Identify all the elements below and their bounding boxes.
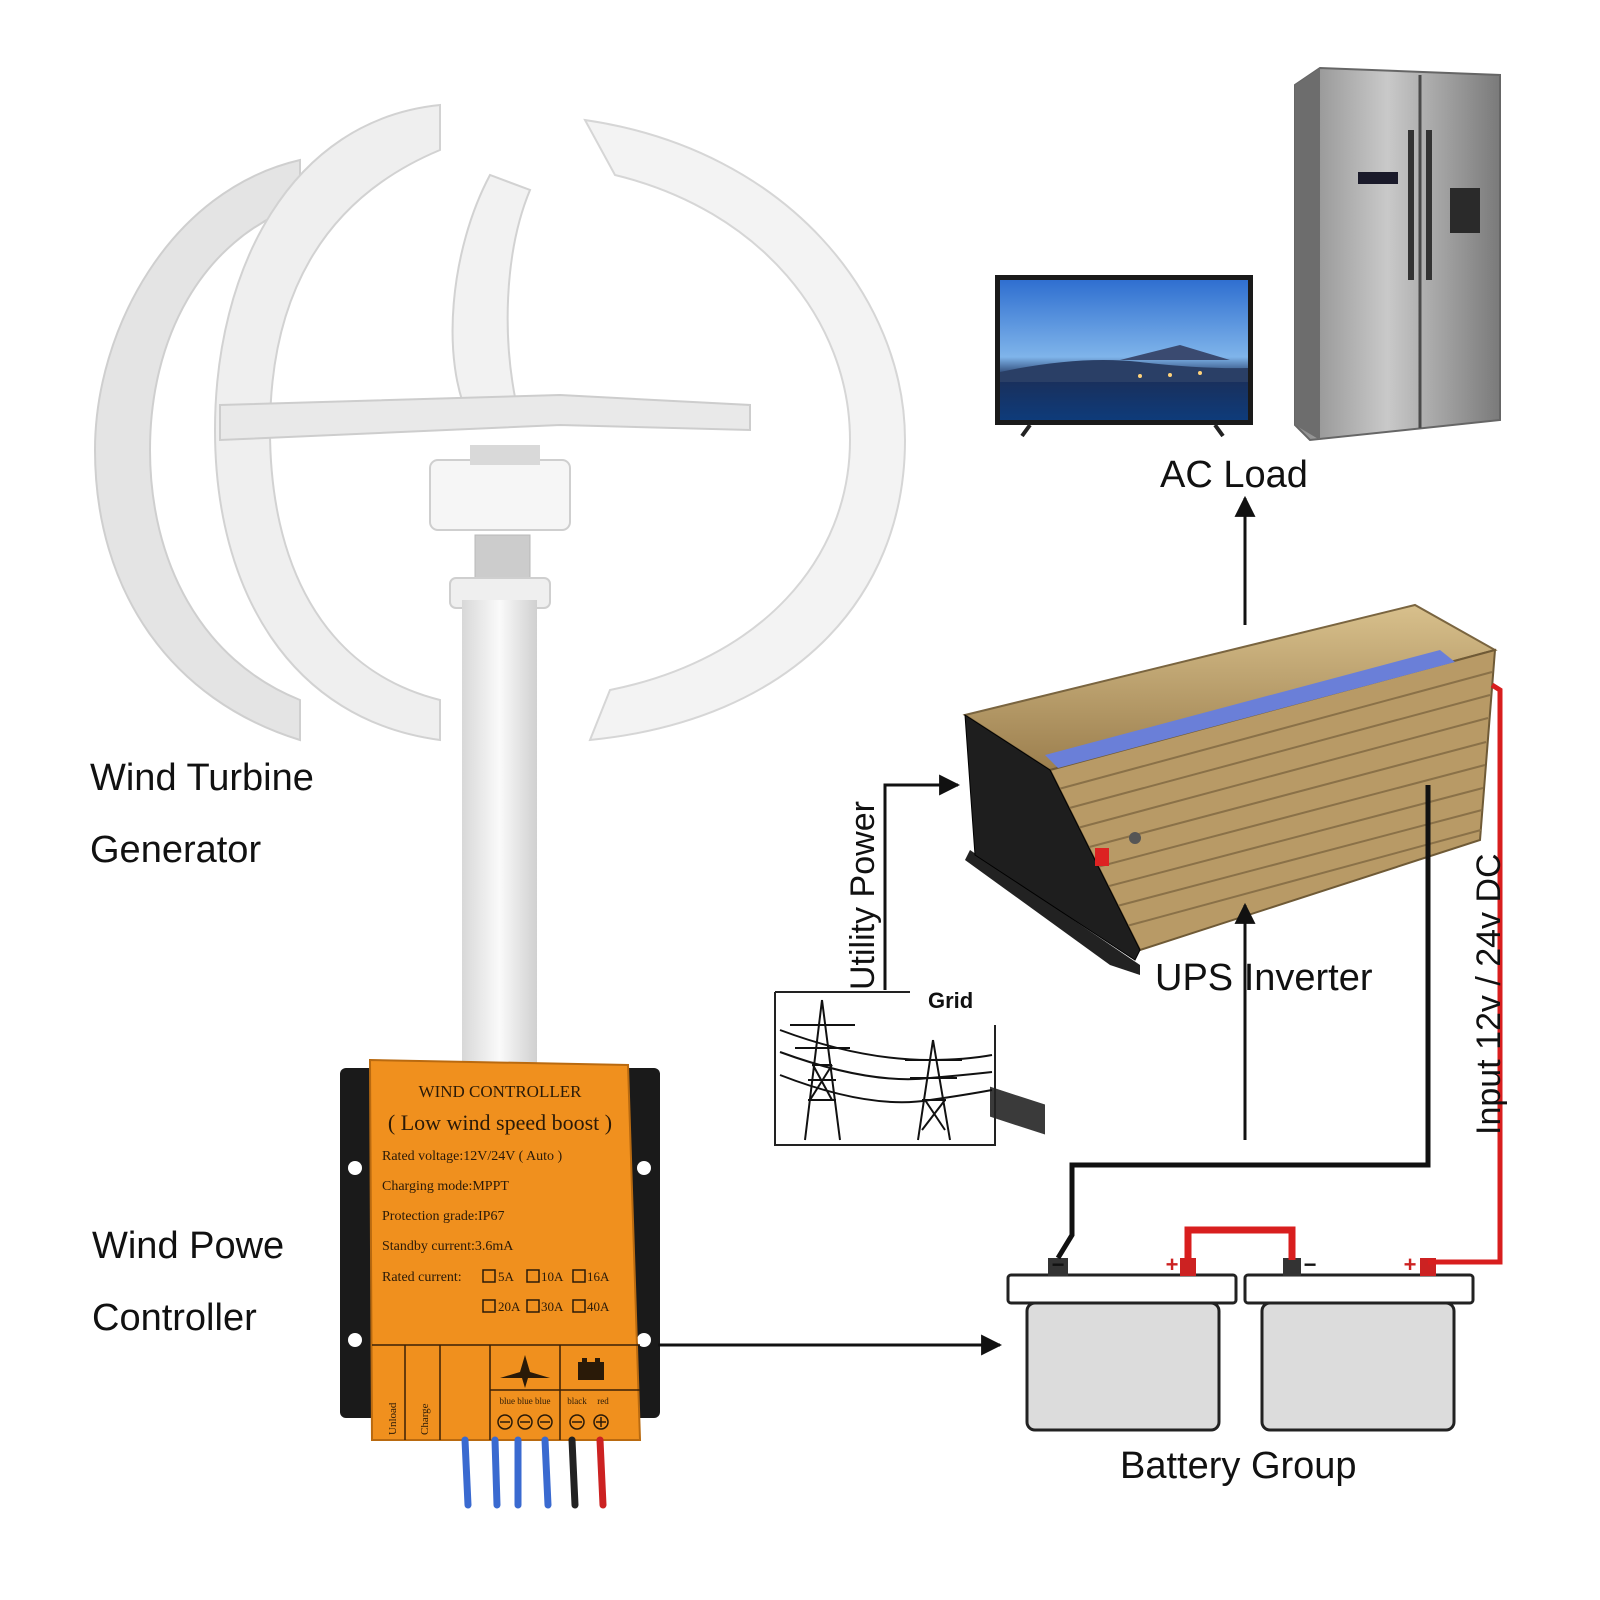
- connection-lines: [658, 495, 1503, 1356]
- battery-right-minus-sign: −: [1304, 1252, 1317, 1277]
- utility-power-label: Utility Power: [844, 801, 882, 990]
- grid-label: Grid: [928, 988, 973, 1013]
- turbine-cross-arm: [219, 393, 751, 442]
- turbine-wire-labels: blue blue blue: [500, 1396, 551, 1406]
- battery-right: [1243, 1258, 1475, 1432]
- controller-title: WIND CONTROLLER: [419, 1082, 583, 1101]
- current-option: 20A: [498, 1299, 521, 1314]
- ups-inverter-graphic: [962, 603, 1498, 1135]
- positive-wire: [1428, 682, 1503, 1265]
- turbine-label-line2: Generator: [90, 829, 261, 871]
- turbine-label-line1: Wind Turbine: [90, 757, 314, 799]
- turbine-blade-center: [451, 173, 532, 421]
- grid-graphic: [774, 991, 996, 1146]
- turbine-blade-back-left: [93, 158, 301, 742]
- current-option: 30A: [541, 1299, 564, 1314]
- controller-label-line2: Controller: [92, 1297, 257, 1339]
- charge-terminal-label: Charge: [419, 1403, 431, 1435]
- battery-left-minus-sign: −: [1052, 1252, 1065, 1277]
- mini-battery-icon: [578, 1358, 604, 1380]
- controller-label-line1: Wind Powe: [92, 1225, 284, 1267]
- turbine-blade-right: [583, 118, 907, 742]
- current-option: 40A: [587, 1299, 610, 1314]
- refrigerator-icon: [1294, 66, 1501, 442]
- current-option: 10A: [541, 1269, 564, 1284]
- tv-icon: [995, 275, 1253, 438]
- unload-terminal-label: Unload: [387, 1402, 399, 1435]
- battery-right-plus-sign: +: [1404, 1252, 1417, 1277]
- negative-wire: [1055, 785, 1431, 1260]
- arrow-utility-power: [883, 774, 961, 990]
- battery-group-label: Battery Group: [1120, 1445, 1357, 1487]
- controller-rated-current: Rated current:: [382, 1270, 462, 1285]
- mini-turbine-icon: [500, 1355, 550, 1388]
- controller-standby: Standby current:3.6mA: [382, 1239, 514, 1254]
- controller-subtitle: ( Low wind speed boost ): [388, 1110, 612, 1135]
- turbine-pole: [462, 600, 537, 1070]
- ac-load-label: AC Load: [1160, 454, 1308, 496]
- battery-left-plus-sign: +: [1166, 1252, 1179, 1277]
- current-option: 5A: [498, 1269, 515, 1284]
- input-dc-label: Input 12v / 24v DC: [1470, 853, 1508, 1135]
- red-wire-label: red: [597, 1396, 609, 1406]
- battery-link-wire: [1184, 1226, 1296, 1260]
- controller-charging-mode: Charging mode:MPPT: [382, 1179, 509, 1194]
- controller-rated-voltage: Rated voltage:12V/24V ( Auto ): [382, 1149, 562, 1164]
- ups-inverter-label: UPS Inverter: [1155, 957, 1373, 999]
- turbine-hub: [429, 459, 571, 531]
- wind-turbine-graphic: [93, 103, 907, 1070]
- current-option: 16A: [587, 1269, 610, 1284]
- battery-left: [1006, 1258, 1238, 1432]
- controller-protection: Protection grade:IP67: [382, 1209, 504, 1224]
- black-wire-label: black: [567, 1396, 587, 1406]
- turbine-blade-left: [213, 103, 441, 742]
- wind-controller-box: [340, 1058, 660, 1509]
- battery-group-graphic: − + − +: [1006, 1252, 1475, 1432]
